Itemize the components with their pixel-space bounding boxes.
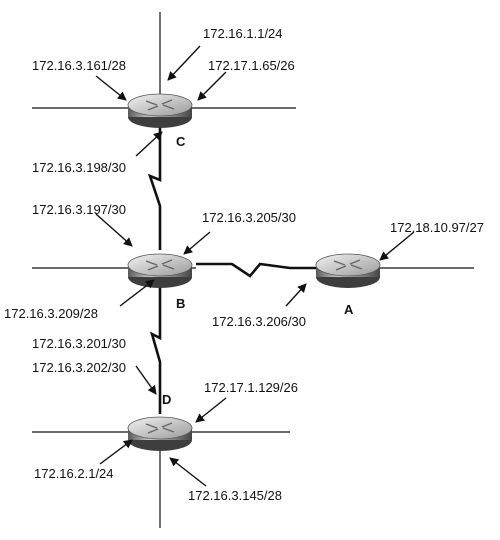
serial-links <box>147 124 318 414</box>
interface-labels: 172.16.1.1/24 172.16.3.161/28 172.17.1.6… <box>4 26 484 503</box>
router-b-arrows-icon <box>145 259 175 271</box>
ip-b-serial-up: 172.16.3.197/30 <box>32 202 126 217</box>
ip-b-serial-down: 172.16.3.201/30 <box>32 336 126 351</box>
arrow-d-right <box>195 397 227 423</box>
serial-link-c-b <box>147 124 162 250</box>
router-d-arrows-icon <box>145 422 175 434</box>
ip-a-serial: 172.16.3.206/30 <box>212 314 306 329</box>
arrow-a-serial <box>285 283 307 307</box>
serial-link-b-d <box>149 286 162 414</box>
serial-link-b-a <box>196 262 318 278</box>
router-d[interactable] <box>127 416 193 451</box>
ip-d-bottom: 172.16.3.145/28 <box>188 488 282 503</box>
router-a[interactable] <box>315 253 381 288</box>
ip-d-left: 172.16.2.1/24 <box>34 466 114 481</box>
arrow-c-top <box>167 45 201 81</box>
router-b[interactable] <box>127 253 193 288</box>
arrow-d-left <box>99 439 133 465</box>
router-b-label: B <box>176 296 185 311</box>
arrow-b-serial-right <box>183 231 211 255</box>
ip-b-lan: 172.16.3.209/28 <box>4 306 98 321</box>
pointer-arrows <box>95 45 415 487</box>
ip-d-serial: 172.16.3.202/30 <box>32 360 126 375</box>
ip-c-serial: 172.16.3.198/30 <box>32 160 126 175</box>
arrow-d-serial <box>135 365 157 395</box>
ip-b-serial-right: 172.16.3.205/30 <box>202 210 296 225</box>
router-a-arrows-icon <box>333 259 363 271</box>
arrow-d-bottom <box>169 457 207 487</box>
ip-d-right: 172.17.1.129/26 <box>204 380 298 395</box>
ip-a-lan: 172.18.10.97/27 <box>390 220 484 235</box>
router-c[interactable] <box>127 93 193 128</box>
ip-c-right: 172.17.1.65/26 <box>208 58 295 73</box>
router-a-label: A <box>344 302 354 317</box>
router-d-label: D <box>162 392 171 407</box>
arrow-b-lan <box>119 279 155 307</box>
arrow-c-left <box>95 75 127 101</box>
ip-c-top: 172.16.1.1/24 <box>203 26 283 41</box>
lan-lines <box>32 12 474 528</box>
router-c-arrows-icon <box>145 99 175 111</box>
ip-c-left: 172.16.3.161/28 <box>32 58 126 73</box>
arrow-c-serial <box>135 131 163 157</box>
arrow-b-serial-up <box>95 213 133 247</box>
arrow-c-right <box>197 71 227 101</box>
arrow-a-lan <box>379 231 415 261</box>
router-c-label: C <box>176 134 186 149</box>
